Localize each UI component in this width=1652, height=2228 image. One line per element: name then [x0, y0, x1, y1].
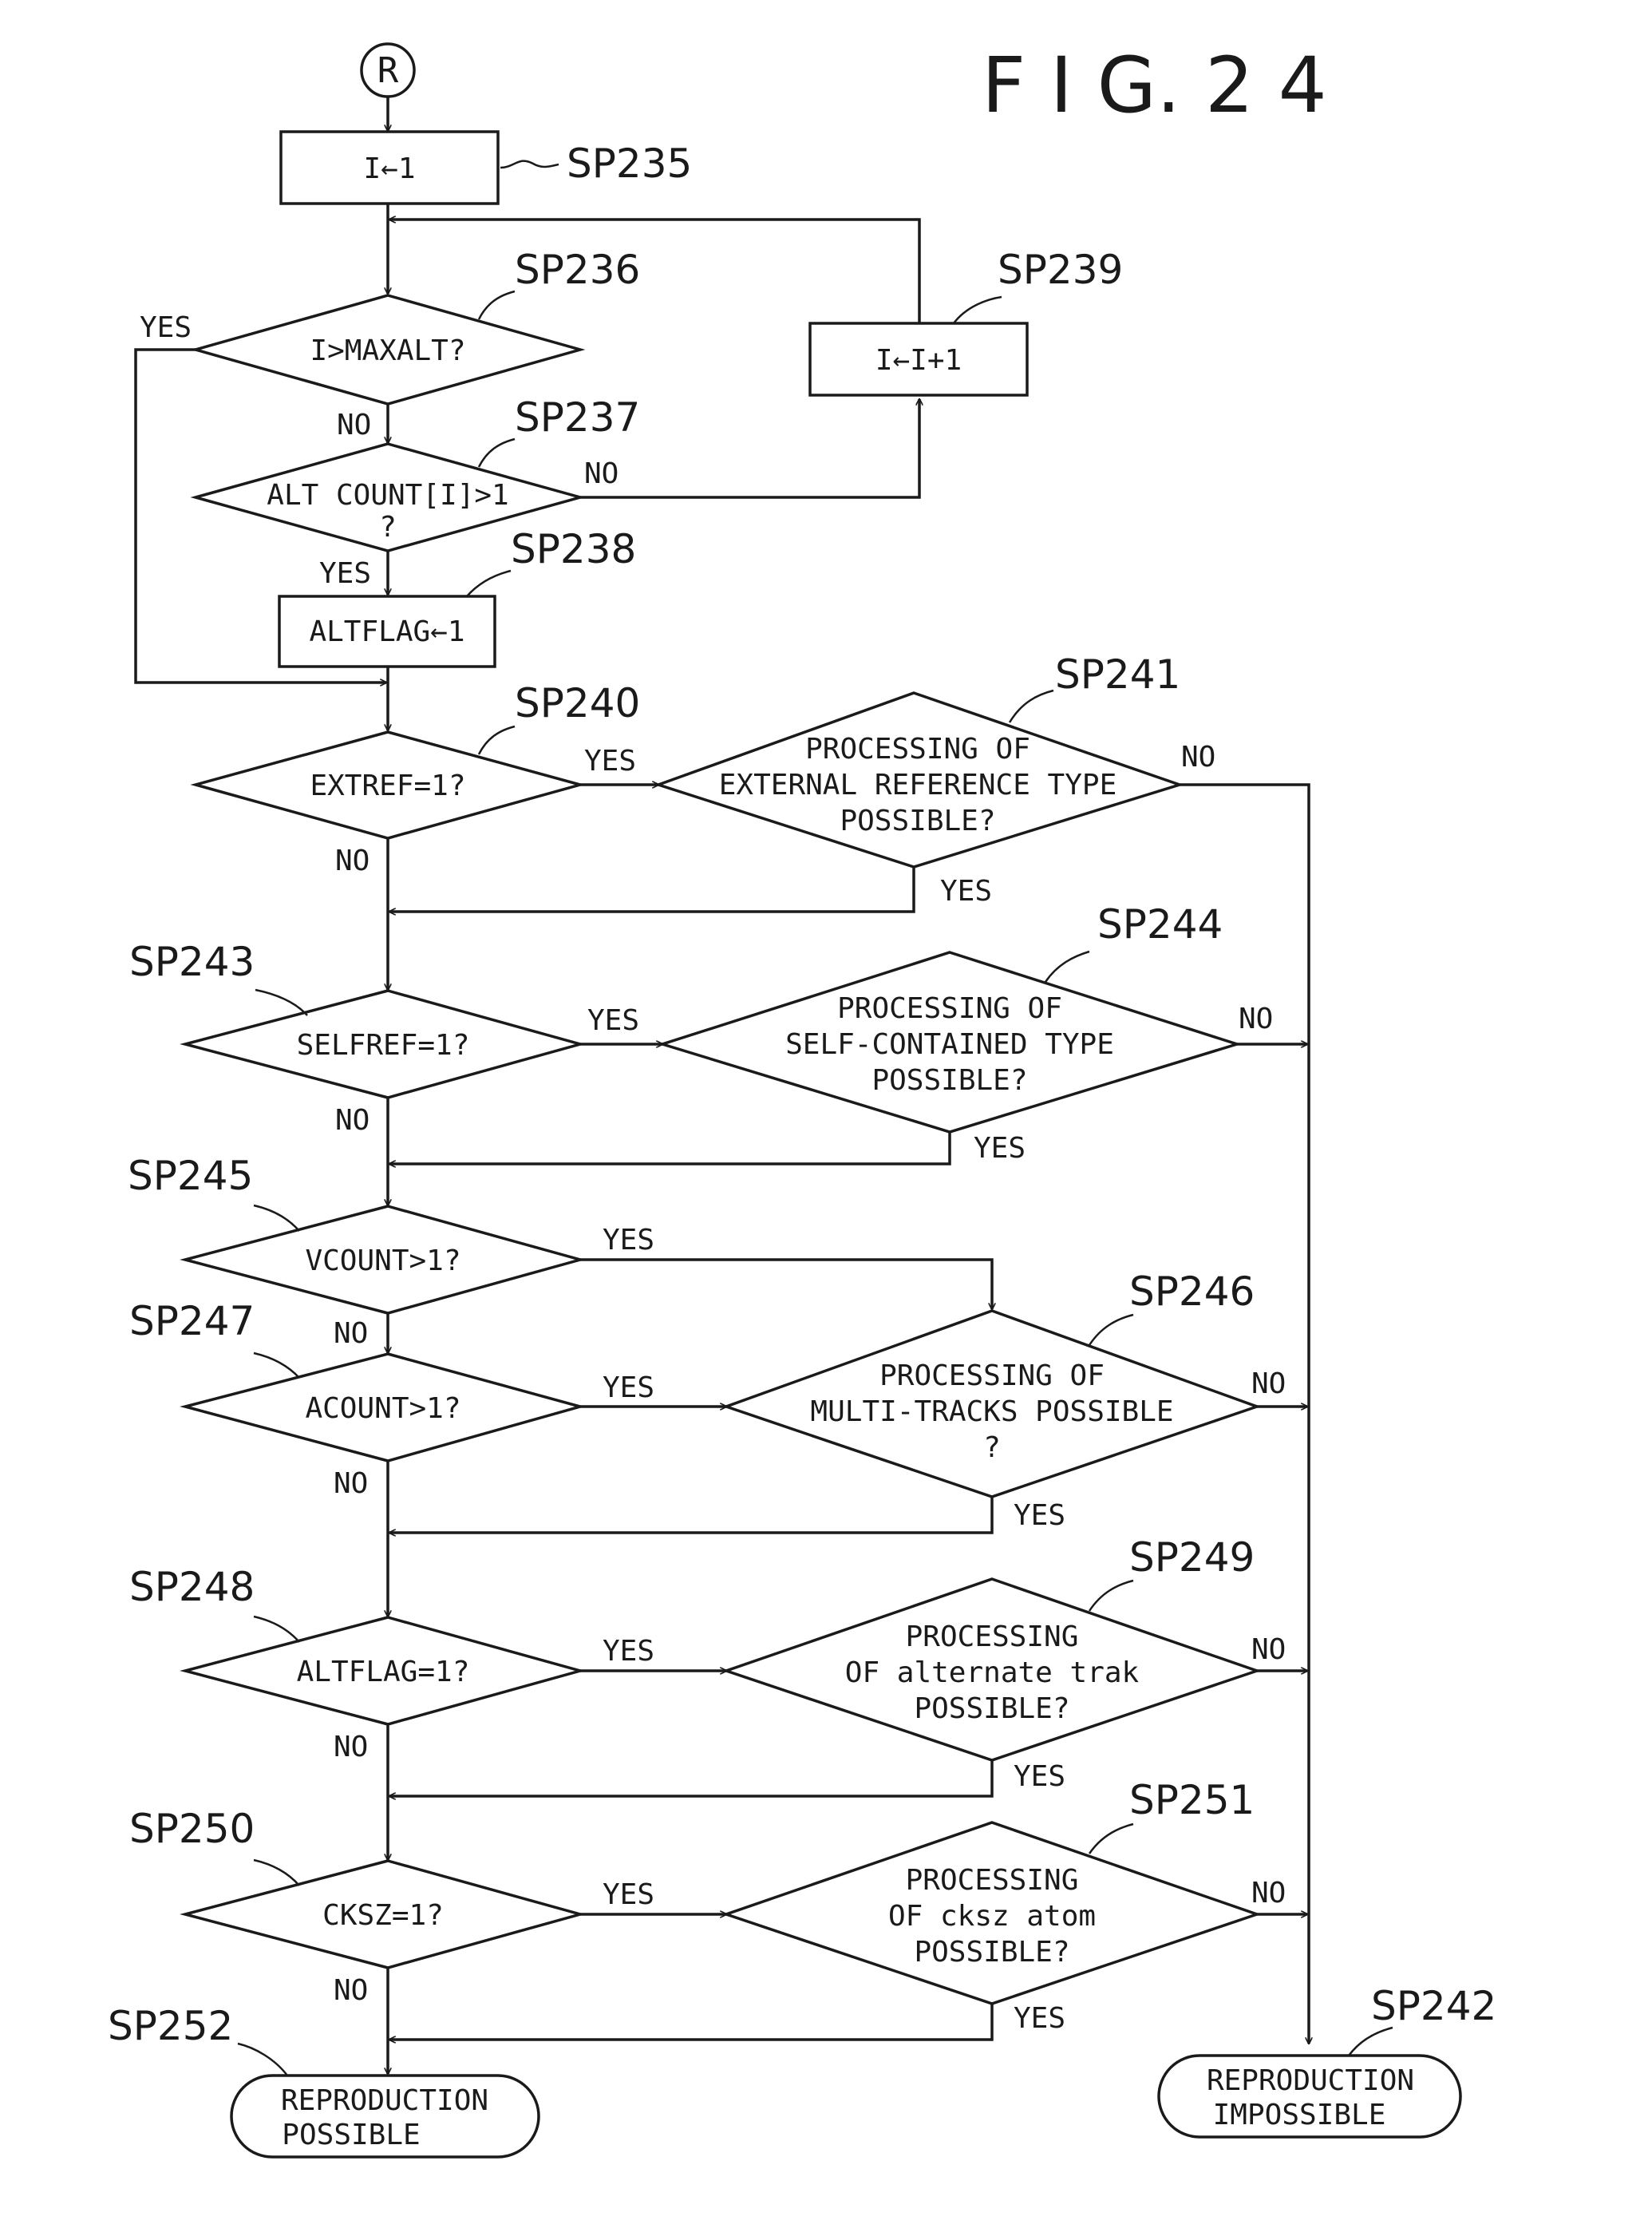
- label-sp247-yes: YES: [603, 1371, 654, 1404]
- step-sp239: I←I+1 SP239: [810, 247, 1123, 395]
- label-sp250-yes: YES: [603, 1878, 654, 1911]
- step-sp240-id: SP240: [515, 680, 640, 726]
- step-sp251-line3: POSSIBLE?: [914, 1936, 1069, 1969]
- step-sp236-text: I>MAXALT?: [310, 334, 465, 367]
- step-sp251-line2: OF cksz atom: [888, 1900, 1096, 1933]
- label-sp244-yes: YES: [974, 1132, 1026, 1165]
- step-sp240-text: EXTREF=1?: [310, 770, 465, 802]
- step-sp246-id: SP246: [1129, 1268, 1255, 1315]
- step-sp243-text: SELFREF=1?: [297, 1029, 470, 1062]
- step-sp241-line3: POSSIBLE?: [840, 805, 995, 837]
- step-sp244-line3: POSSIBLE?: [871, 1064, 1027, 1097]
- step-sp252-line1: REPRODUCTION: [281, 2084, 488, 2117]
- step-sp247-text: ACOUNT>1?: [305, 1392, 460, 1425]
- label-sp237-yes: YES: [319, 557, 371, 590]
- step-sp244-line1: PROCESSING OF: [837, 992, 1062, 1025]
- step-sp248: ALTFLAG=1? SP248: [129, 1564, 580, 1724]
- step-sp246-line1: PROCESSING OF: [879, 1359, 1105, 1392]
- label-sp236-yes: YES: [140, 311, 192, 344]
- step-sp250-text: CKSZ=1?: [322, 1899, 444, 1932]
- step-sp236: I>MAXALT? SP236: [196, 247, 640, 404]
- label-sp251-no: NO: [1251, 1877, 1286, 1909]
- step-sp249-line2: OF alternate trak: [845, 1656, 1140, 1689]
- step-sp241-line1: PROCESSING OF: [805, 733, 1030, 766]
- label-sp241-no: NO: [1181, 741, 1215, 774]
- label-sp249-no: NO: [1251, 1633, 1286, 1666]
- step-sp248-id: SP248: [129, 1564, 255, 1610]
- label-sp248-no: NO: [334, 1731, 368, 1763]
- label-sp248-yes: YES: [603, 1635, 654, 1668]
- label-sp243-no: NO: [335, 1104, 370, 1137]
- step-sp251-line1: PROCESSING: [906, 1864, 1079, 1897]
- step-sp237-id: SP237: [515, 394, 640, 441]
- step-sp251: PROCESSING OF cksz atom POSSIBLE? SP251: [726, 1777, 1257, 2004]
- step-sp244-line2: SELF-CONTAINED TYPE: [785, 1028, 1114, 1061]
- step-sp240: EXTREF=1? SP240: [196, 680, 640, 838]
- edge-labels: YES NO NO YES YES NO YES NO YES NO YES N…: [140, 311, 1286, 2035]
- connector-r: R: [362, 44, 414, 97]
- step-sp251-id: SP251: [1129, 1777, 1255, 1823]
- step-sp249-line3: POSSIBLE?: [914, 1692, 1069, 1725]
- step-sp242-line2: IMPOSSIBLE: [1213, 2099, 1386, 2131]
- step-sp246-line2: MULTI-TRACKS POSSIBLE: [810, 1395, 1173, 1428]
- label-sp246-no: NO: [1251, 1367, 1286, 1400]
- step-sp241: PROCESSING OF EXTERNAL REFERENCE TYPE PO…: [658, 651, 1180, 867]
- step-sp244-id: SP244: [1097, 901, 1223, 948]
- connector-label: R: [377, 50, 399, 91]
- step-sp246-line3: ?: [983, 1431, 1001, 1464]
- step-sp250-id: SP250: [129, 1806, 255, 1852]
- label-sp240-no: NO: [335, 845, 370, 877]
- step-sp239-text: I←I+1: [875, 344, 962, 377]
- step-sp249-id: SP249: [1129, 1534, 1255, 1581]
- step-sp241-line2: EXTERNAL REFERENCE TYPE: [719, 769, 1117, 801]
- step-sp239-id: SP239: [998, 247, 1123, 293]
- label-sp237-no: NO: [584, 457, 619, 490]
- label-sp247-no: NO: [334, 1467, 368, 1500]
- step-sp249-line1: PROCESSING: [906, 1621, 1079, 1653]
- label-sp246-yes: YES: [1014, 1499, 1065, 1532]
- label-sp245-no: NO: [334, 1317, 368, 1350]
- step-sp244: PROCESSING OF SELF-CONTAINED TYPE POSSIB…: [662, 901, 1237, 1132]
- step-sp243: SELFREF=1? SP243: [129, 939, 580, 1098]
- step-sp236-id: SP236: [515, 247, 640, 293]
- step-sp252: REPRODUCTION POSSIBLE SP252: [108, 2003, 539, 2157]
- step-sp237-line1: ALT COUNT[I]>1: [267, 479, 508, 512]
- label-sp240-yes: YES: [584, 745, 636, 778]
- step-sp250: CKSZ=1? SP250: [129, 1806, 580, 1968]
- label-sp250-no: NO: [334, 1974, 368, 2007]
- label-sp241-yes: YES: [940, 875, 992, 908]
- step-sp245-text: VCOUNT>1?: [305, 1245, 460, 1277]
- step-sp252-id: SP252: [108, 2003, 233, 2049]
- step-sp243-id: SP243: [129, 939, 255, 985]
- step-sp235-text: I←1: [363, 152, 415, 185]
- step-sp242: REPRODUCTION IMPOSSIBLE SP242: [1159, 1983, 1496, 2137]
- step-sp237-line2: ?: [379, 511, 397, 544]
- label-sp236-no: NO: [337, 409, 371, 441]
- step-sp238-text: ALTFLAG←1: [309, 615, 464, 648]
- step-sp238-id: SP238: [511, 526, 636, 572]
- step-sp242-id: SP242: [1371, 1983, 1496, 2029]
- step-sp245: VCOUNT>1? SP245: [128, 1153, 580, 1313]
- label-sp244-no: NO: [1239, 1003, 1273, 1035]
- step-sp247-id: SP247: [129, 1298, 255, 1344]
- step-sp238: ALTFLAG←1 SP238: [279, 526, 636, 667]
- step-sp245-id: SP245: [128, 1153, 253, 1199]
- step-sp242-line1: REPRODUCTION: [1207, 2064, 1414, 2097]
- step-sp249: PROCESSING OF alternate trak POSSIBLE? S…: [726, 1534, 1257, 1760]
- label-sp243-yes: YES: [587, 1004, 639, 1037]
- step-sp235: I←1 SP235: [281, 132, 692, 204]
- step-sp248-text: ALTFLAG=1?: [297, 1656, 470, 1688]
- label-sp245-yes: YES: [603, 1224, 654, 1256]
- figure-title: F I G. 2 4: [982, 41, 1327, 130]
- label-sp251-yes: YES: [1014, 2002, 1065, 2035]
- step-sp252-line2: POSSIBLE: [282, 2119, 420, 2151]
- step-sp241-id: SP241: [1055, 651, 1180, 698]
- label-sp249-yes: YES: [1014, 1760, 1065, 1793]
- step-sp235-id: SP235: [567, 140, 692, 187]
